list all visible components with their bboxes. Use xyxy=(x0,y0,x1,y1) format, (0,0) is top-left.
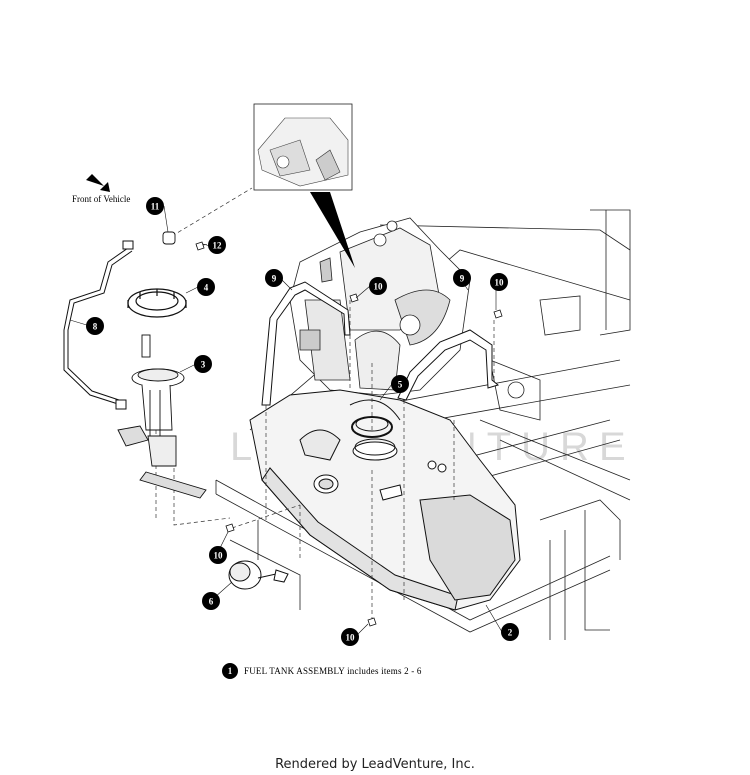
svg-text:12: 12 xyxy=(213,241,223,251)
svg-text:9: 9 xyxy=(460,274,465,284)
detail-inset xyxy=(253,103,355,268)
svg-text:11: 11 xyxy=(151,202,160,212)
svg-text:6: 6 xyxy=(209,597,214,607)
callout-3: 3 xyxy=(194,355,212,373)
svg-text:4: 4 xyxy=(204,283,209,293)
tank-strap-right xyxy=(397,329,500,401)
fuel-tank xyxy=(249,389,521,611)
svg-text:10: 10 xyxy=(374,282,384,292)
callout-10-engine: 10 xyxy=(369,277,387,295)
callout-8: 8 xyxy=(86,317,104,335)
callout-10-left: 10 xyxy=(209,546,227,564)
callout-11: 11 xyxy=(146,197,164,215)
callout-5: 5 xyxy=(391,375,409,393)
callout-10-frame: 10 xyxy=(490,273,508,291)
svg-text:10: 10 xyxy=(346,633,356,643)
callout-12: 12 xyxy=(208,236,226,254)
callout-9-right: 9 xyxy=(453,269,471,287)
fuel-cap xyxy=(228,560,289,590)
callout-2: 2 xyxy=(501,623,519,641)
callout-10-bottom: 10 xyxy=(341,628,359,646)
legend-callout-1: 1 xyxy=(222,663,238,679)
svg-text:3: 3 xyxy=(201,360,206,370)
svg-text:9: 9 xyxy=(272,274,277,284)
svg-text:8: 8 xyxy=(93,322,98,332)
engine-assembly xyxy=(289,217,471,396)
footer-credit: Rendered by LeadVenture, Inc. xyxy=(275,757,475,772)
callout-4: 4 xyxy=(197,278,215,296)
svg-text:10: 10 xyxy=(495,278,505,288)
callout-9-left: 9 xyxy=(265,269,283,287)
legend-text: FUEL TANK ASSEMBLY includes items 2 - 6 xyxy=(244,666,422,676)
assembly-legend: 1 FUEL TANK ASSEMBLY includes items 2 - … xyxy=(222,662,422,680)
callout-6: 6 xyxy=(202,592,220,610)
lock-ring xyxy=(127,288,187,318)
fuel-line xyxy=(63,240,134,410)
front-arrow-icon xyxy=(86,174,110,192)
svg-text:2: 2 xyxy=(508,628,513,638)
clamp xyxy=(162,231,176,245)
front-of-vehicle-label: Front of Vehicle xyxy=(72,194,131,204)
svg-text:10: 10 xyxy=(214,551,224,561)
svg-text:5: 5 xyxy=(398,380,403,390)
fuel-pump-assembly xyxy=(117,334,207,499)
screws xyxy=(195,241,503,627)
